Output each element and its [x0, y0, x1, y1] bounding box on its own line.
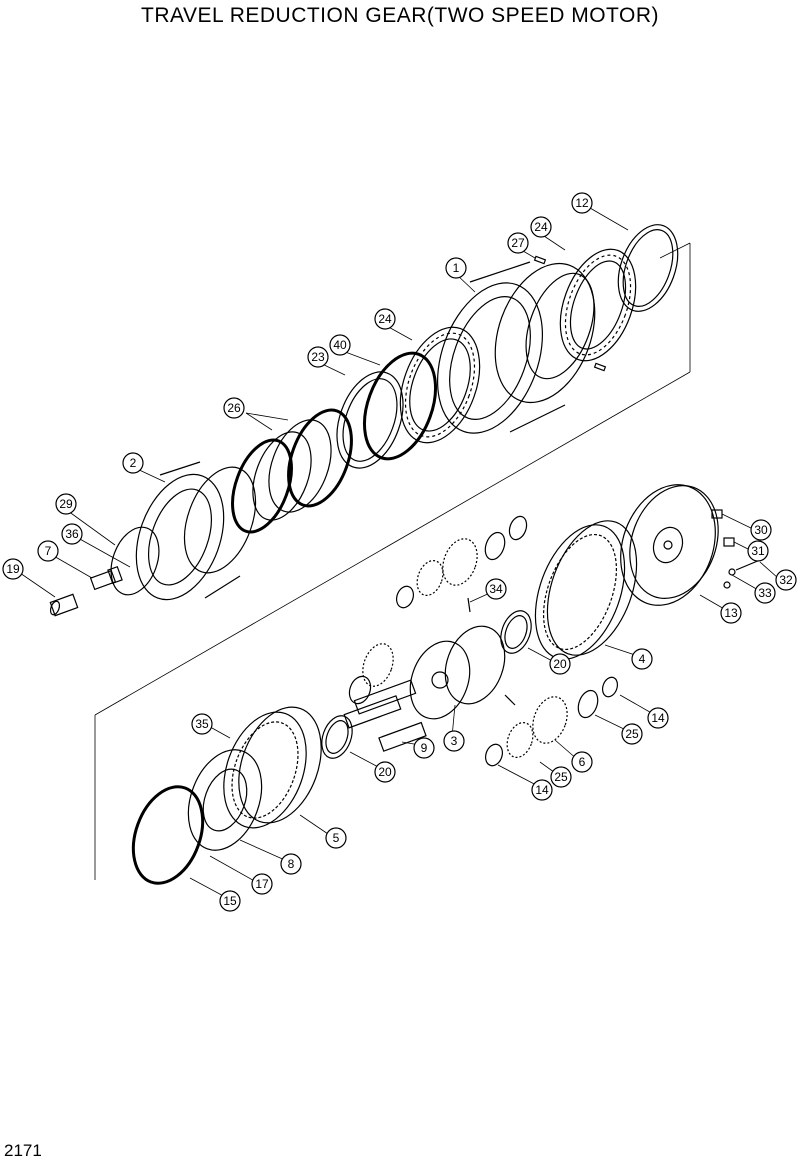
callout-9-label: 9: [421, 741, 428, 755]
callout-4: 4: [631, 648, 653, 670]
callout-19: 19: [2, 558, 24, 580]
callout-15-label: 15: [223, 894, 237, 908]
callout-1: 1: [445, 257, 467, 279]
callout-24b-label: 24: [378, 312, 392, 326]
callout-34-label: 34: [489, 582, 503, 596]
callout-31-label: 31: [751, 544, 765, 558]
part-12-oring: [617, 224, 679, 312]
callout-6: 6: [571, 751, 593, 773]
part-19-plug: [49, 593, 79, 617]
callout-35-label: 35: [195, 717, 209, 731]
callout-8: 8: [280, 853, 302, 875]
callout-25a-label: 25: [625, 727, 639, 741]
part-23-ring: [336, 371, 404, 469]
callout-7: 7: [37, 540, 59, 562]
callout-20b-label: 20: [378, 765, 392, 779]
callout-14a-label: 14: [651, 711, 665, 725]
callout-3-label: 3: [451, 734, 458, 748]
diagram-title: TRAVEL REDUCTION GEAR(TWO SPEED MOTOR): [141, 4, 659, 27]
callout-20a: 20: [549, 653, 571, 675]
callout-23: 23: [307, 346, 329, 368]
callout-25a: 25: [621, 723, 643, 745]
callout-24a-label: 24: [534, 220, 548, 234]
callout-25b: 25: [550, 766, 572, 788]
callout-8-label: 8: [288, 857, 295, 871]
callout-13-label: 13: [724, 606, 738, 620]
part-29-oring: [110, 526, 160, 596]
callout-27: 27: [507, 232, 529, 254]
part-9-shafts: [343, 679, 427, 752]
part-34-pin: [467, 597, 471, 613]
callout-24b: 24: [374, 308, 396, 330]
lower-right-gear-set: [484, 676, 619, 767]
part-20-washer-left: [321, 715, 353, 759]
part-7-fitting: [89, 565, 123, 591]
callout-17-label: 17: [255, 877, 269, 891]
callout-17: 17: [251, 873, 273, 895]
callout-1-label: 1: [453, 261, 460, 275]
callout-2: 2: [122, 452, 144, 474]
part-24-bearing-upper: [559, 248, 637, 362]
callout-36: 36: [61, 523, 83, 545]
callout-40: 40: [329, 334, 351, 356]
leader-lines: [19, 207, 779, 900]
callout-32-label: 32: [779, 573, 793, 587]
part-5-ring: [223, 706, 322, 829]
callout-20a-label: 20: [553, 657, 567, 671]
callout-26-label: 26: [227, 401, 241, 415]
callout-13: 13: [720, 602, 742, 624]
callout-15: 15: [219, 890, 241, 912]
callout-14b-label: 14: [535, 783, 549, 797]
callout-29-label: 29: [59, 497, 73, 511]
callout-4-label: 4: [639, 652, 646, 666]
upper-gear-set: [395, 515, 528, 609]
callout-33: 33: [754, 582, 776, 604]
left-gear-set: [348, 643, 394, 705]
callout-7-label: 7: [45, 544, 52, 558]
callout-25b-label: 25: [554, 770, 568, 784]
callout-9: 9: [413, 737, 435, 759]
callout-14a: 14: [647, 707, 669, 729]
callout-30-label: 30: [754, 523, 768, 537]
callout-35: 35: [191, 713, 213, 735]
part-1-hub-housing: [436, 261, 596, 434]
callout-36-label: 36: [65, 527, 79, 541]
callout-5: 5: [325, 827, 347, 849]
part-13-cover: [620, 484, 719, 606]
callout-19-label: 19: [6, 562, 20, 576]
callout-12-label: 12: [575, 196, 589, 210]
callout-32: 32: [775, 569, 797, 591]
callout-24a: 24: [530, 216, 552, 238]
callout-27-label: 27: [511, 236, 525, 250]
callout-20b: 20: [374, 761, 396, 783]
page-number: 2171: [4, 1141, 42, 1160]
frame-lines: [94, 242, 691, 880]
callout-40-label: 40: [333, 338, 347, 352]
part-2-housing: [135, 461, 257, 601]
callout-34: 34: [485, 578, 507, 600]
callout-23-label: 23: [311, 350, 325, 364]
callout-5-label: 5: [333, 831, 340, 845]
part-3-carrier: [409, 625, 506, 720]
part-15-oring: [131, 785, 205, 885]
part-26-floating-seal: [231, 408, 353, 534]
callout-26: 26: [223, 397, 245, 419]
part-20-washer-right: [500, 610, 532, 654]
callout-29: 29: [55, 493, 77, 515]
part-8-flange: [187, 749, 263, 851]
callout-30: 30: [750, 519, 772, 541]
callout-12: 12: [571, 192, 593, 214]
callout-2-label: 2: [130, 456, 137, 470]
callout-31: 31: [747, 540, 769, 562]
part-27-pins: [533, 255, 607, 372]
callout-33-label: 33: [758, 586, 772, 600]
callout-3: 3: [443, 730, 465, 752]
callout-6-label: 6: [579, 755, 586, 769]
callout-14b: 14: [531, 779, 553, 801]
